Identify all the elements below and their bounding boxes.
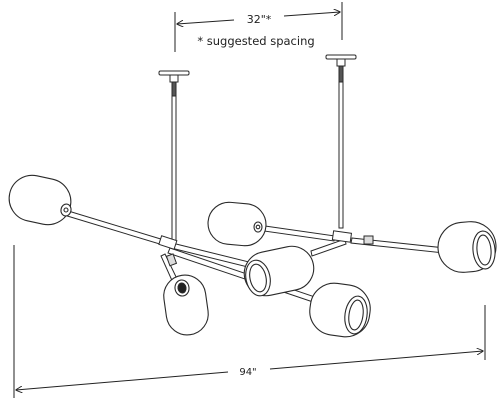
right-canopy — [325, 54, 357, 60]
bottom-dim-left-line — [16, 371, 229, 390]
shade-center-front — [243, 245, 315, 297]
left-stem — [171, 95, 177, 243]
bottom-dimension — [13, 245, 486, 398]
left-swivel — [171, 81, 177, 97]
top-width-label: 32"* — [247, 13, 272, 26]
top-dim-left-line — [177, 19, 235, 24]
top-dim-right-line — [283, 12, 340, 17]
shade-far-right — [437, 221, 497, 273]
right-arm-left — [256, 224, 336, 242]
bottom-dim-right-line — [269, 351, 483, 370]
shades — [8, 174, 497, 338]
right-swivel — [338, 65, 344, 83]
shade-far-left — [8, 174, 72, 226]
shade-lower-right — [309, 282, 371, 338]
left-hub — [158, 235, 178, 250]
overall-width-label: 94" — [239, 367, 256, 378]
left-arm-long — [63, 209, 165, 246]
top-dimension — [174, 2, 343, 52]
left-canopy-socket — [169, 74, 179, 83]
right-fixture-arms — [256, 224, 446, 257]
right-canopy-assembly — [325, 54, 357, 229]
shade-center-back — [207, 201, 267, 247]
shade-left-hanging — [163, 274, 209, 336]
left-canopy — [158, 70, 190, 76]
right-hub-joint — [363, 235, 374, 245]
right-arm-down — [310, 238, 347, 257]
right-stem — [338, 81, 344, 229]
left-hub-joint — [165, 253, 178, 267]
right-hub — [331, 230, 353, 243]
spacing-note: * suggested spacing — [197, 34, 314, 48]
left-canopy-assembly — [158, 70, 190, 243]
right-canopy-socket — [336, 58, 346, 67]
